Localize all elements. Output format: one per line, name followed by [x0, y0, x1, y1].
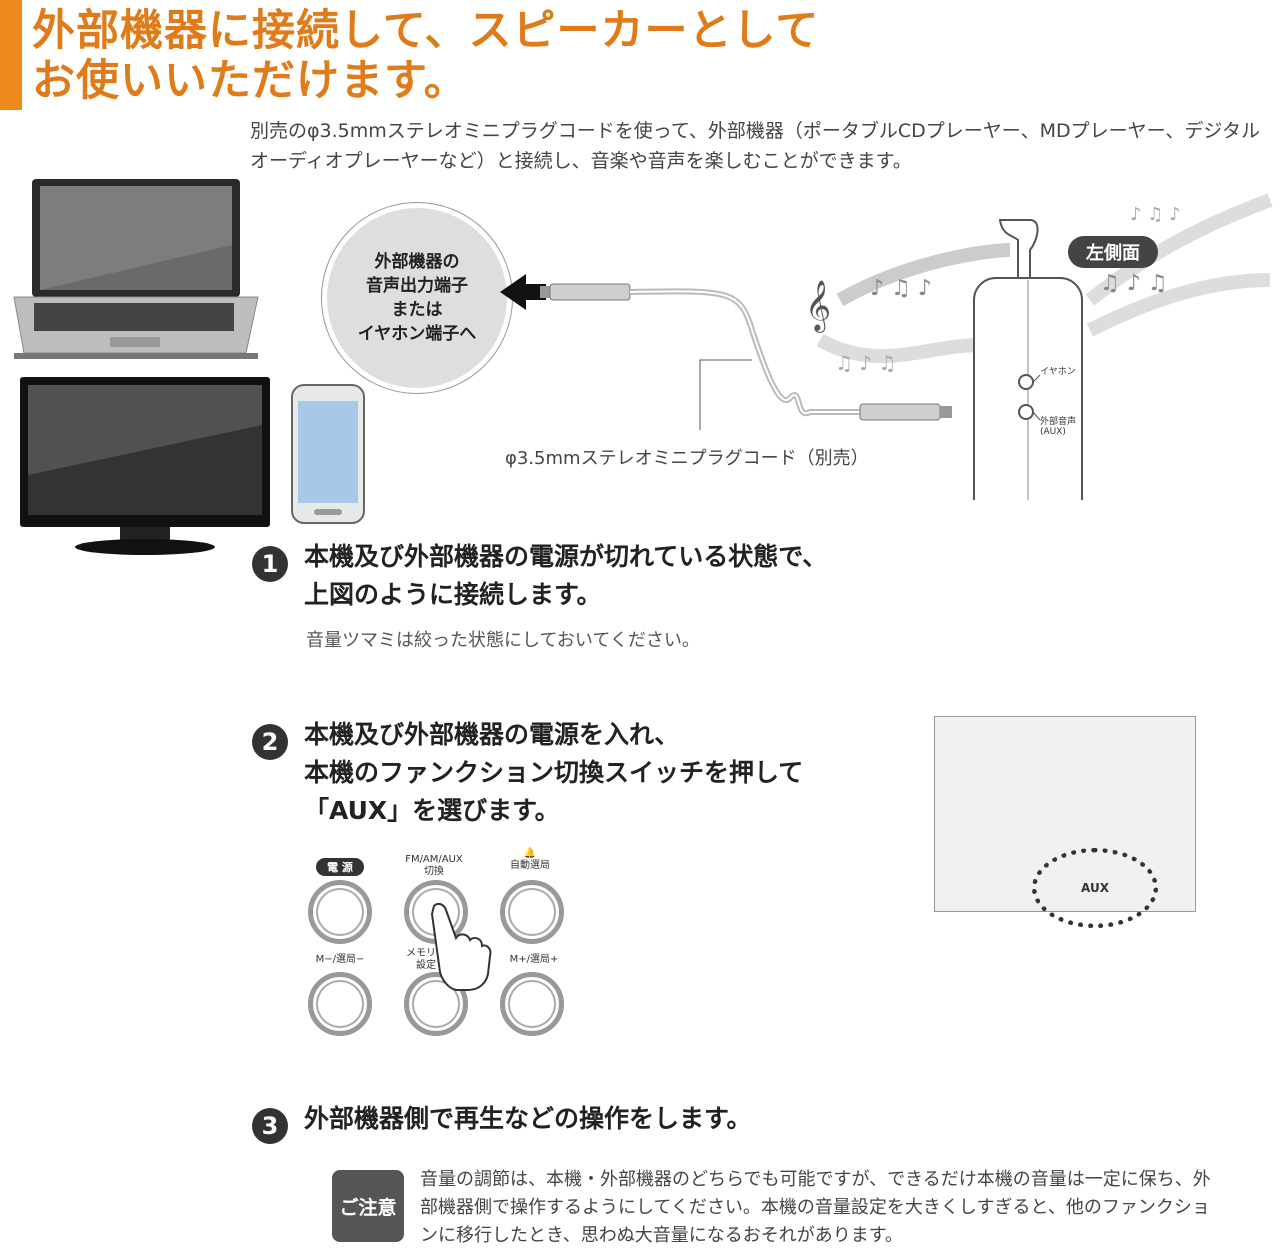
cord-label: φ3.5mmステレオミニプラグコード（別売）: [505, 448, 869, 469]
music-note-icon: ♫ ♪ ♫: [1100, 271, 1167, 296]
step-2-line: 本機及び外部機器の電源を入れ、: [304, 720, 680, 749]
caution-badge: ご注意: [332, 1170, 404, 1242]
step-1-text: 本機及び外部機器の電源が切れている状態で、 上図のように接続します。: [304, 538, 827, 614]
aux-port-label: 外部音声 (AUX): [1040, 414, 1076, 437]
step-1-line: 上図のように接続します。: [304, 580, 602, 609]
power-button[interactable]: [308, 880, 372, 944]
auto-tune-label-text: 自動選局: [510, 860, 550, 871]
step-3-number: 3: [252, 1108, 288, 1144]
music-note-icon: ♪ ♫ ♪: [1130, 204, 1181, 225]
switch-label: 切換: [424, 866, 444, 877]
header-accent-bar: [0, 0, 22, 110]
function-switch-label: FM/AM/AUX 切換: [394, 854, 474, 878]
cord-diagram: 𝄞 ♪ ♫ ♪ ♫ ♪ ♫ ♫ ♪ ♫ ♪ ♫ ♪: [500, 193, 1273, 500]
speaker-unit-icon: [973, 219, 1083, 500]
plug-icon: [859, 403, 941, 421]
memory-label-text: メモリー: [406, 948, 446, 959]
title-line-1: 外部機器に接続して、スピーカーとして: [32, 6, 820, 56]
laptop-icon: [13, 179, 259, 359]
callout-line: 音声出力端子: [366, 276, 468, 296]
step-2-text: 本機及び外部機器の電源を入れ、 本機のファンクション切換スイッチを押して 「AU…: [304, 716, 803, 830]
fm-am-aux-label: FM/AM/AUX: [405, 854, 463, 865]
tv-monitor-icon: [20, 377, 270, 555]
treble-clef-icon: 𝄞: [805, 280, 831, 333]
callout-line: イヤホン端子へ: [357, 324, 477, 344]
aux-display-label: AUX: [1032, 848, 1158, 928]
callout-line: 外部機器の: [374, 252, 460, 272]
smartphone-icon: [291, 384, 365, 524]
aux-port-sublabel: (AUX): [1040, 427, 1066, 437]
auto-tune-label: 🔔 自動選局: [500, 848, 560, 872]
m-plus-label: M+/選局+: [509, 954, 559, 965]
step-2-number: 2: [252, 724, 288, 760]
arrow-left-icon: [500, 274, 546, 310]
power-label: 電 源: [316, 858, 364, 876]
memory-set-label: 設定: [416, 960, 436, 971]
bell-icon: 🔔: [523, 848, 537, 859]
m-minus-label: M−/選局−: [315, 954, 365, 965]
step-1-line: 本機及び外部機器の電源が切れている状態で、: [304, 542, 828, 571]
m-plus-button[interactable]: [500, 972, 564, 1036]
caution-text: 音量の調節は、本機・外部機器のどちらでも可能ですが、できるだけ本機の音量は一定に…: [420, 1169, 1211, 1246]
memory-label: メモリー 設定: [396, 948, 456, 972]
step-2-line: 「AUX」を選びます。: [304, 796, 560, 825]
step-1-number: 1: [252, 546, 288, 582]
callout-line: または: [391, 300, 443, 320]
intro-text: 別売のφ3.5mmステレオミニプラグコードを使って、外部機器（ポータブルCDプレ…: [250, 120, 1261, 172]
step-2-line: 本機のファンクション切換スイッチを押して: [304, 758, 804, 787]
earphone-port-label: イヤホン: [1040, 367, 1076, 377]
music-note-icon: ♫ ♪ ♫: [835, 351, 896, 375]
memory-button[interactable]: [404, 972, 468, 1036]
pointing-hand-icon: [430, 902, 492, 991]
music-note-icon: ♪ ♫ ♪: [870, 276, 932, 301]
left-side-badge: 左側面: [1068, 236, 1158, 268]
auto-tune-button[interactable]: [500, 880, 564, 944]
devices-illustration: [13, 179, 365, 555]
step-3-text: 外部機器側で再生などの操作をします。: [304, 1104, 752, 1133]
aux-port-label-text: 外部音声: [1040, 417, 1077, 427]
output-terminal-callout: 外部機器の 音声出力端子 または イヤホン端子へ: [322, 203, 512, 393]
m-minus-button[interactable]: [308, 972, 372, 1036]
page-title: 外部機器に接続して、スピーカーとして お使いいただけます。: [32, 6, 819, 106]
step-1-note: 音量ツマミは絞った状態にしておいてください。: [306, 630, 700, 651]
title-line-2: お使いいただけます。: [32, 56, 468, 106]
plug-tip-icon: [540, 286, 550, 298]
